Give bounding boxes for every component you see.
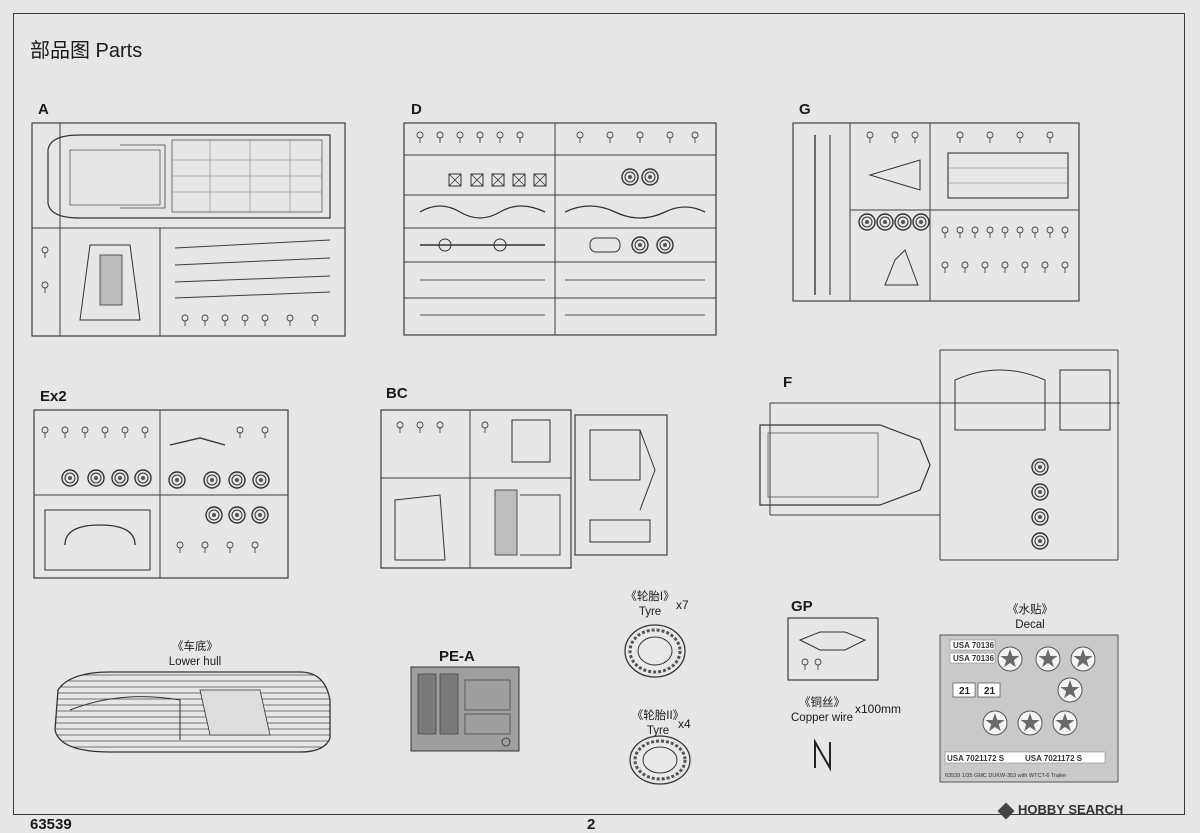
sprue-a (31, 122, 346, 337)
decal-line-4: USA 7021172 S (947, 754, 1005, 763)
kit-code: 63539 (30, 816, 72, 833)
lower-hull-caption-en: Lower hull (168, 656, 222, 668)
tyre-icon (624, 624, 686, 678)
tyre1-caption-cn: 《轮胎I》 (625, 591, 675, 603)
page-title: 部品图 Parts (30, 40, 143, 62)
decal-sheet (939, 634, 1119, 783)
tyre1-caption-en: Tyre (638, 606, 662, 618)
sprue-label-bc: BC (386, 385, 408, 402)
copper-wire-caption-cn: 《铜丝》 (799, 697, 845, 709)
sprue-f (759, 349, 1120, 561)
tyre1-caption: 《轮胎I》 Tyre (620, 590, 680, 620)
hobby-search-logo: HOBBY SEARCH (997, 802, 1190, 822)
decal-footer: 63539 1/35 GMC DUKW-353 with WTCT-6 Trai… (945, 773, 1066, 779)
tyre-icon-2 (629, 735, 691, 785)
copper-wire-caption-en: Copper wire (791, 712, 853, 724)
hobby-search-brand: HOBBY SEARCH (1018, 802, 1124, 817)
sprue-label-ex2: Ex2 (40, 388, 67, 405)
copper-wire-icon (814, 738, 831, 772)
pe-a-fret (410, 666, 520, 752)
decal-line-3: 21 (984, 686, 996, 697)
sprue-label-a: A (38, 101, 49, 118)
decal-line-0: USA 70136 (953, 641, 995, 650)
sprue-bc (380, 409, 668, 569)
sprue-ex2 (33, 409, 289, 579)
sprue-d (403, 122, 717, 336)
lower-hull-part (54, 671, 331, 753)
page-frame (13, 13, 1185, 815)
decal-line-1: USA 70136 (953, 654, 995, 663)
tyre2-caption-en: Tyre (646, 725, 670, 737)
tyre2-caption-cn: 《轮胎II》 (631, 710, 685, 722)
sprue-label-f: F (783, 374, 793, 391)
lower-hull-caption-cn: 《车底》 (172, 641, 218, 653)
sprue-g (792, 122, 1080, 302)
decal-caption-en: Decal (1015, 619, 1045, 631)
page-number: 2 (587, 816, 596, 833)
sprue-label-gp: GP (791, 598, 813, 615)
decal-caption-cn: 《水贴》 (1007, 604, 1053, 616)
copper-wire-quantity: x100mm (855, 702, 902, 716)
sprue-label-d: D (411, 101, 422, 118)
tyre2-caption: 《轮胎II》 Tyre (628, 709, 688, 739)
lower-hull-caption: 《车底》 Lower hull (155, 640, 235, 670)
tyre1-quantity: x7 (676, 598, 689, 612)
tyre2-quantity: x4 (678, 717, 691, 731)
decal-caption: 《水贴》 Decal (1000, 603, 1060, 633)
sprue-label-g: G (799, 101, 811, 118)
sprue-gp (787, 617, 879, 681)
decal-line-2: 21 (959, 686, 971, 697)
decal-text: USA 70136 USA 70136 21 21 USA 7021172 S … (945, 641, 1083, 779)
copper-wire-caption: 《铜丝》 Copper wire (786, 696, 858, 726)
sprue-label-pe-a: PE-A (439, 648, 475, 665)
decal-line-5: USA 7021172 S (1025, 754, 1083, 763)
